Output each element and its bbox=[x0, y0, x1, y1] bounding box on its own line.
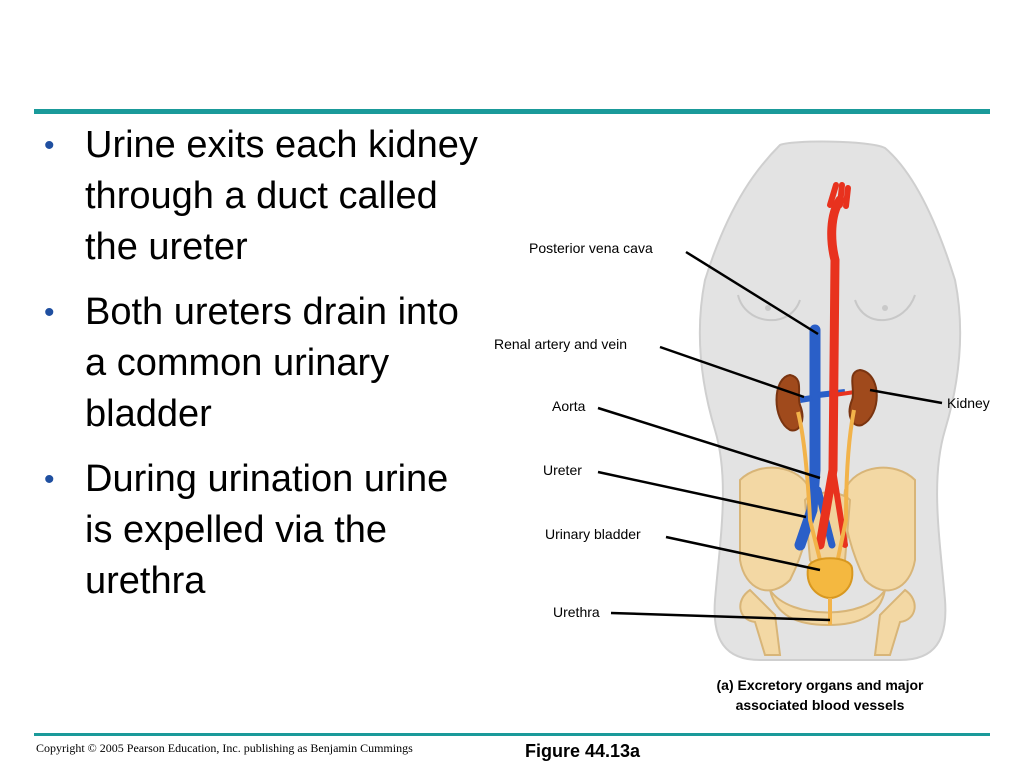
leader-posterior-vena-cava bbox=[685, 250, 819, 336]
urinary-bladder bbox=[806, 557, 854, 600]
leader-urethra bbox=[610, 611, 831, 622]
right-nipple bbox=[882, 305, 888, 311]
bullet-item: • Both ureters drain into a common urina… bbox=[44, 287, 484, 440]
pelvis-right-ilium bbox=[843, 466, 916, 592]
leader-ureter bbox=[597, 470, 807, 519]
right-femur bbox=[873, 588, 916, 656]
bullet-dot-icon: • bbox=[44, 296, 55, 329]
left-breast-outline bbox=[737, 294, 801, 322]
figure-number: Figure 44.13a bbox=[525, 741, 641, 761]
right-breast-outline bbox=[854, 294, 916, 322]
bullet-item: • Urine exits each kidney through a duct… bbox=[44, 120, 484, 273]
figure-caption: (a) Excretory organs and major associate… bbox=[680, 675, 960, 715]
label-kidney: Kidney bbox=[947, 395, 990, 411]
bullet-text: Both ureters drain into a common urinary… bbox=[85, 291, 459, 435]
label-aorta: Aorta bbox=[552, 398, 586, 414]
renal-vein-left bbox=[799, 395, 813, 403]
label-posterior-vena-cava: Posterior vena cava bbox=[529, 240, 653, 256]
leader-renal-artery-vein bbox=[659, 345, 805, 399]
leader-kidney bbox=[869, 388, 943, 405]
bullet-dot-icon: • bbox=[44, 463, 55, 496]
caption-line-1: (a) Excretory organs and major bbox=[716, 677, 924, 693]
left-nipple bbox=[765, 305, 771, 311]
label-renal-artery-vein: Renal artery and vein bbox=[494, 336, 628, 352]
label-urinary-bladder: Urinary bladder bbox=[545, 526, 641, 542]
bullet-text: During urination urine is expelled via t… bbox=[85, 458, 449, 602]
left-ureter bbox=[796, 411, 824, 569]
aortic-arch-branches bbox=[827, 182, 851, 209]
leader-aorta bbox=[597, 406, 821, 480]
aorta bbox=[815, 195, 845, 550]
copyright-notice: Copyright © 2005 Pearson Education, Inc.… bbox=[36, 741, 413, 755]
renal-artery bbox=[833, 390, 856, 397]
bullet-text: Urine exits each kidney through a duct c… bbox=[85, 124, 478, 268]
title-divider bbox=[34, 109, 990, 114]
footer-divider bbox=[34, 733, 990, 736]
right-ureter bbox=[834, 409, 856, 569]
posterior-vena-cava bbox=[794, 324, 821, 551]
label-urethra: Urethra bbox=[553, 604, 600, 620]
bullet-item: • During urination urine is expelled via… bbox=[44, 454, 484, 607]
label-ureter: Ureter bbox=[543, 462, 582, 478]
bullet-list: • Urine exits each kidney through a duct… bbox=[44, 120, 484, 621]
bullet-dot-icon: • bbox=[44, 129, 55, 162]
leader-urinary-bladder bbox=[665, 535, 821, 572]
caption-line-2: associated blood vessels bbox=[735, 697, 905, 713]
